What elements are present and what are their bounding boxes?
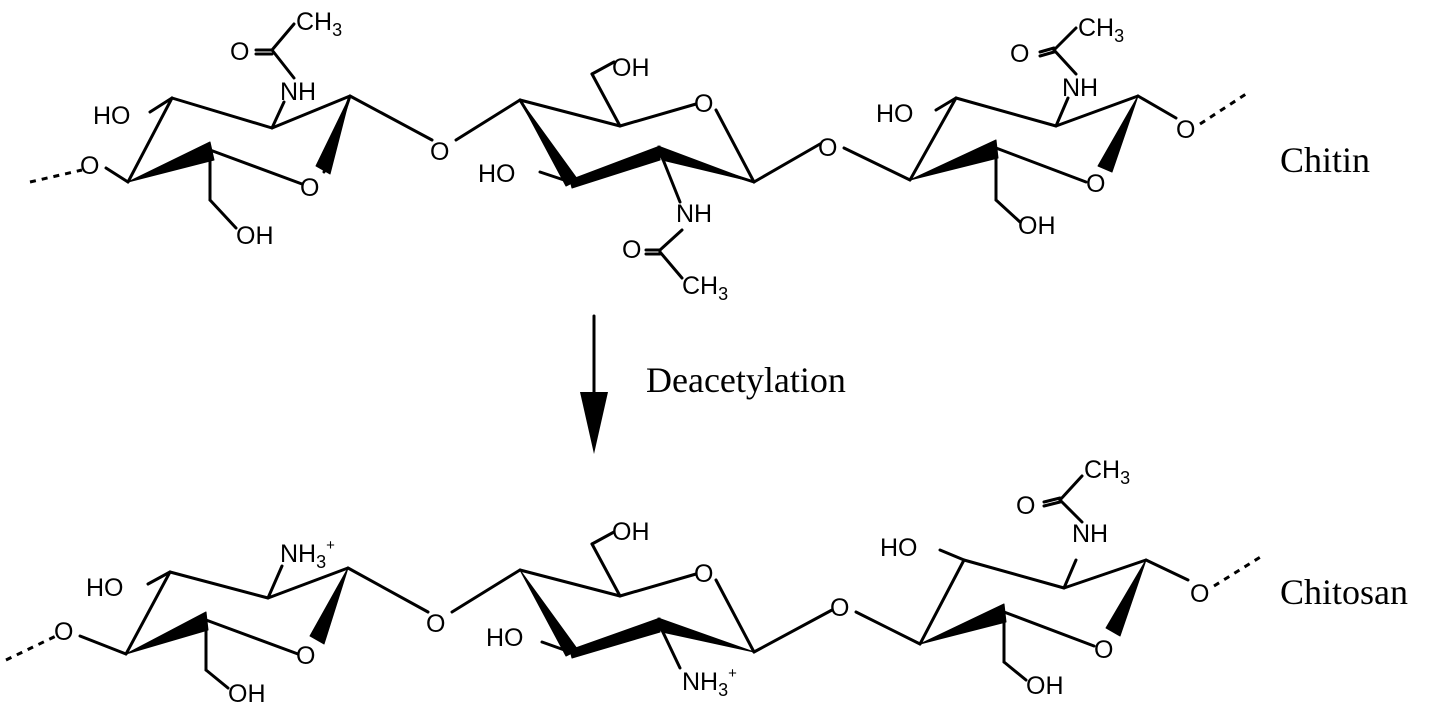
chitin-ring-1: O O OH HO NH O CH3: [29, 8, 352, 250]
atom-nh: NH: [1072, 520, 1108, 548]
glycosidic-oxygen-1: O: [426, 610, 445, 638]
atom-ch3: CH3: [296, 8, 342, 40]
atom-oh: OH: [228, 680, 266, 708]
atom-ho: HO: [93, 102, 131, 130]
atom-o-ring: O: [300, 174, 319, 202]
wedge-bond: [127, 141, 215, 183]
atom-ho: HO: [86, 574, 124, 602]
atom-ch3: CH3: [1084, 456, 1130, 488]
atom-o-ring: O: [694, 560, 713, 588]
atom-ch3: CH3: [682, 272, 728, 304]
arrow-head: [580, 392, 608, 454]
chitosan-ring-3: O OH HO NH O CH3 O: [880, 456, 1263, 700]
atom-ho: HO: [478, 160, 516, 188]
atom-o-ring: O: [296, 642, 315, 670]
chitosan-structure: O O OH HO NH3+ O O: [5, 456, 1408, 708]
chitosan-ring-1: O O OH HO NH3+: [5, 537, 350, 708]
wedge-bond: [315, 95, 351, 175]
atom-ho: HO: [486, 624, 524, 652]
atom-o-ring: O: [1086, 170, 1105, 198]
glycosidic-oxygen-2: O: [818, 134, 837, 162]
atom-oh: OH: [612, 518, 650, 546]
chitosan-ring-2: O OH HO NH3+: [486, 518, 756, 700]
atom-o-carbonyl: O: [1010, 40, 1029, 68]
atom-nh3-plus: NH3+: [682, 665, 737, 700]
atom-oh: OH: [1026, 672, 1064, 700]
glycosidic-oxygen-2: O: [830, 594, 849, 622]
atom-oh: OH: [612, 54, 650, 82]
chitin-structure: O O OH HO NH O CH3 O: [29, 8, 1370, 304]
wedge-bond: [1097, 95, 1139, 173]
atom-oh: OH: [1018, 212, 1056, 240]
wedge-bond: [569, 617, 661, 659]
atom-o-carbonyl: O: [230, 38, 249, 66]
atom-o-ring: O: [1094, 636, 1113, 664]
atom-o-carbonyl: O: [1016, 492, 1035, 520]
atom-ch3: CH3: [1078, 14, 1124, 46]
atom-ho: HO: [876, 100, 914, 128]
atom-nh: NH: [676, 200, 712, 228]
chitin-ring-3: O OH HO NH O CH3 O: [876, 14, 1247, 240]
wedge-bond: [657, 145, 755, 183]
atom-o: O: [1176, 116, 1195, 144]
chitin-label: Chitin: [1280, 140, 1370, 180]
reaction-label: Deacetylation: [646, 360, 846, 400]
atom-oh: OH: [236, 222, 274, 250]
atom-nh: NH: [280, 78, 316, 106]
reaction-arrow: Deacetylation: [580, 314, 846, 454]
atom-o-carbonyl: O: [622, 236, 641, 264]
wedge-bond: [909, 139, 999, 181]
chitin-ring-2: O OH HO NH O CH3: [478, 54, 756, 304]
atom-o: O: [1190, 580, 1209, 608]
atom-ho: HO: [880, 534, 918, 562]
wedge-bond: [309, 567, 349, 645]
atom-nh: NH: [1062, 74, 1098, 102]
glycosidic-oxygen-1: O: [430, 138, 449, 166]
atom-o: O: [80, 152, 99, 180]
wedge-bond: [1105, 559, 1147, 637]
wedge-bond: [569, 145, 661, 189]
wedge-bond: [919, 603, 1007, 645]
chitosan-label: Chitosan: [1280, 572, 1408, 612]
atom-o: O: [54, 618, 73, 646]
atom-nh3-plus: NH3+: [280, 537, 335, 572]
atom-o-ring: O: [694, 90, 713, 118]
